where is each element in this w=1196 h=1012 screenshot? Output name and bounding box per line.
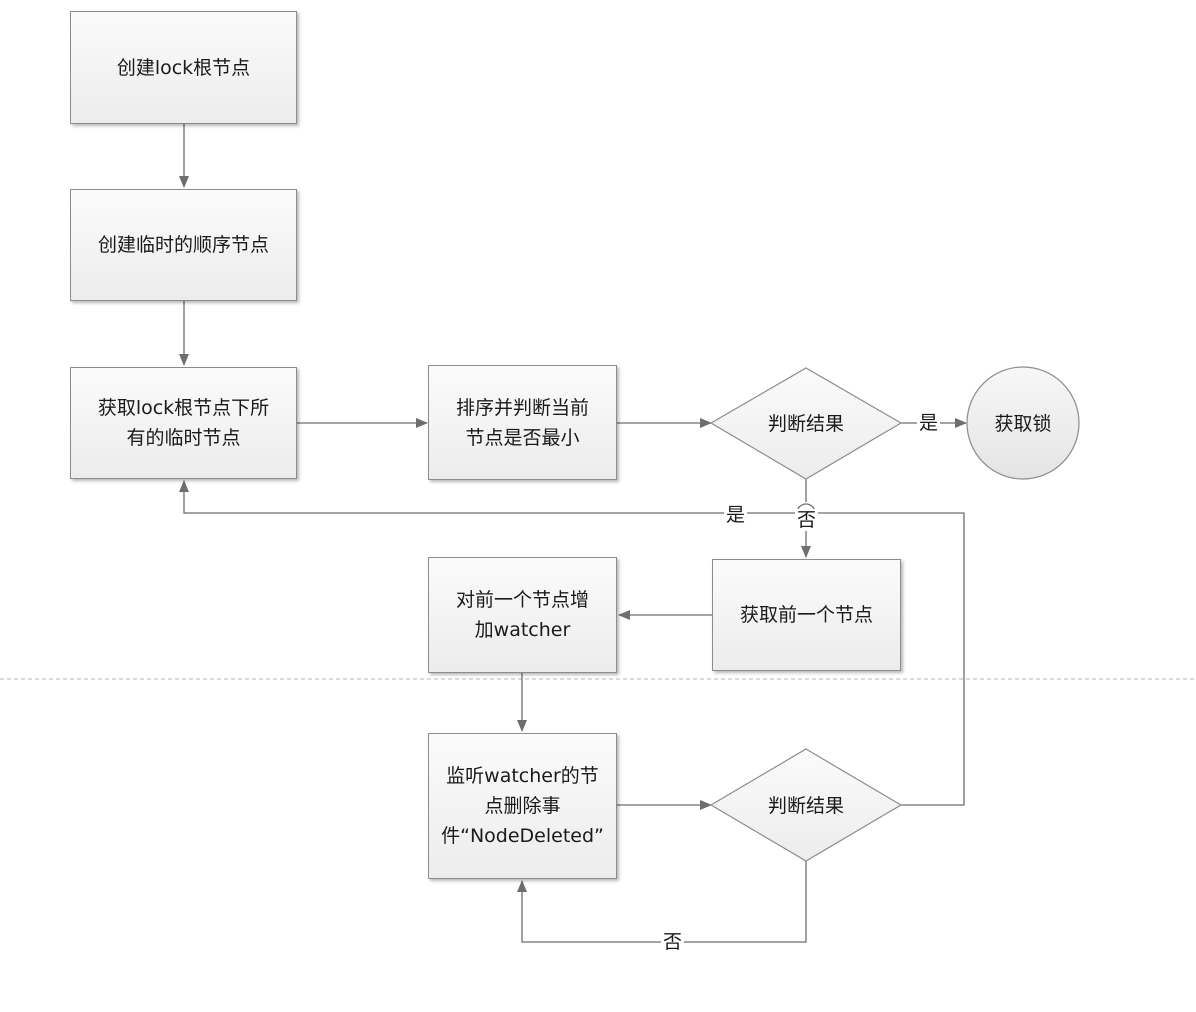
create-ephemeral-seq-text: 创建临时的顺序节点 (97, 234, 269, 256)
create-lock-root-box: 创建lock根节点 (70, 11, 297, 124)
watch-previous-text: 对前一个节点增 加watcher (455, 589, 589, 641)
get-previous-text: 获取前一个节点 (739, 604, 873, 626)
get-children-box: 获取lock根节点下所 有的临时节点 (70, 367, 297, 479)
edge-label-yes-acquire: 是 (917, 412, 941, 434)
edge-label-no-top: 否 (795, 509, 819, 531)
listen-delete-box: 监听watcher的节 点删除事 件“NodeDeleted” (428, 733, 617, 879)
sort-check-min-box: 排序并判断当前 节点是否最小 (428, 365, 617, 480)
get-previous-box: 获取前一个节点 (712, 559, 901, 671)
listen-delete-text: 监听watcher的节 点删除事 件“NodeDeleted” (441, 765, 604, 847)
watch-previous-box: 对前一个节点增 加watcher (428, 557, 617, 673)
acquire-lock-label: 获取锁 (994, 413, 1051, 435)
create-ephemeral-seq-box: 创建临时的顺序节点 (70, 189, 297, 301)
get-children-text: 获取lock根节点下所 有的临时节点 (97, 397, 270, 449)
edge-label-no-bottom: 否 (661, 931, 685, 953)
decision-diamond-bottom (709, 748, 903, 862)
acquire-lock-circle (966, 366, 1080, 480)
edge-yes-back-to-children (184, 481, 965, 806)
create-lock-root-text: 创建lock根节点 (116, 56, 251, 79)
decision-top-label: 判断结果 (768, 413, 844, 435)
sort-check-min-text: 排序并判断当前 节点是否最小 (455, 396, 589, 449)
edge-label-yes-back: 是 (724, 504, 748, 526)
decision-bottom-label: 判断结果 (768, 795, 844, 817)
decision-diamond-top (709, 367, 903, 480)
